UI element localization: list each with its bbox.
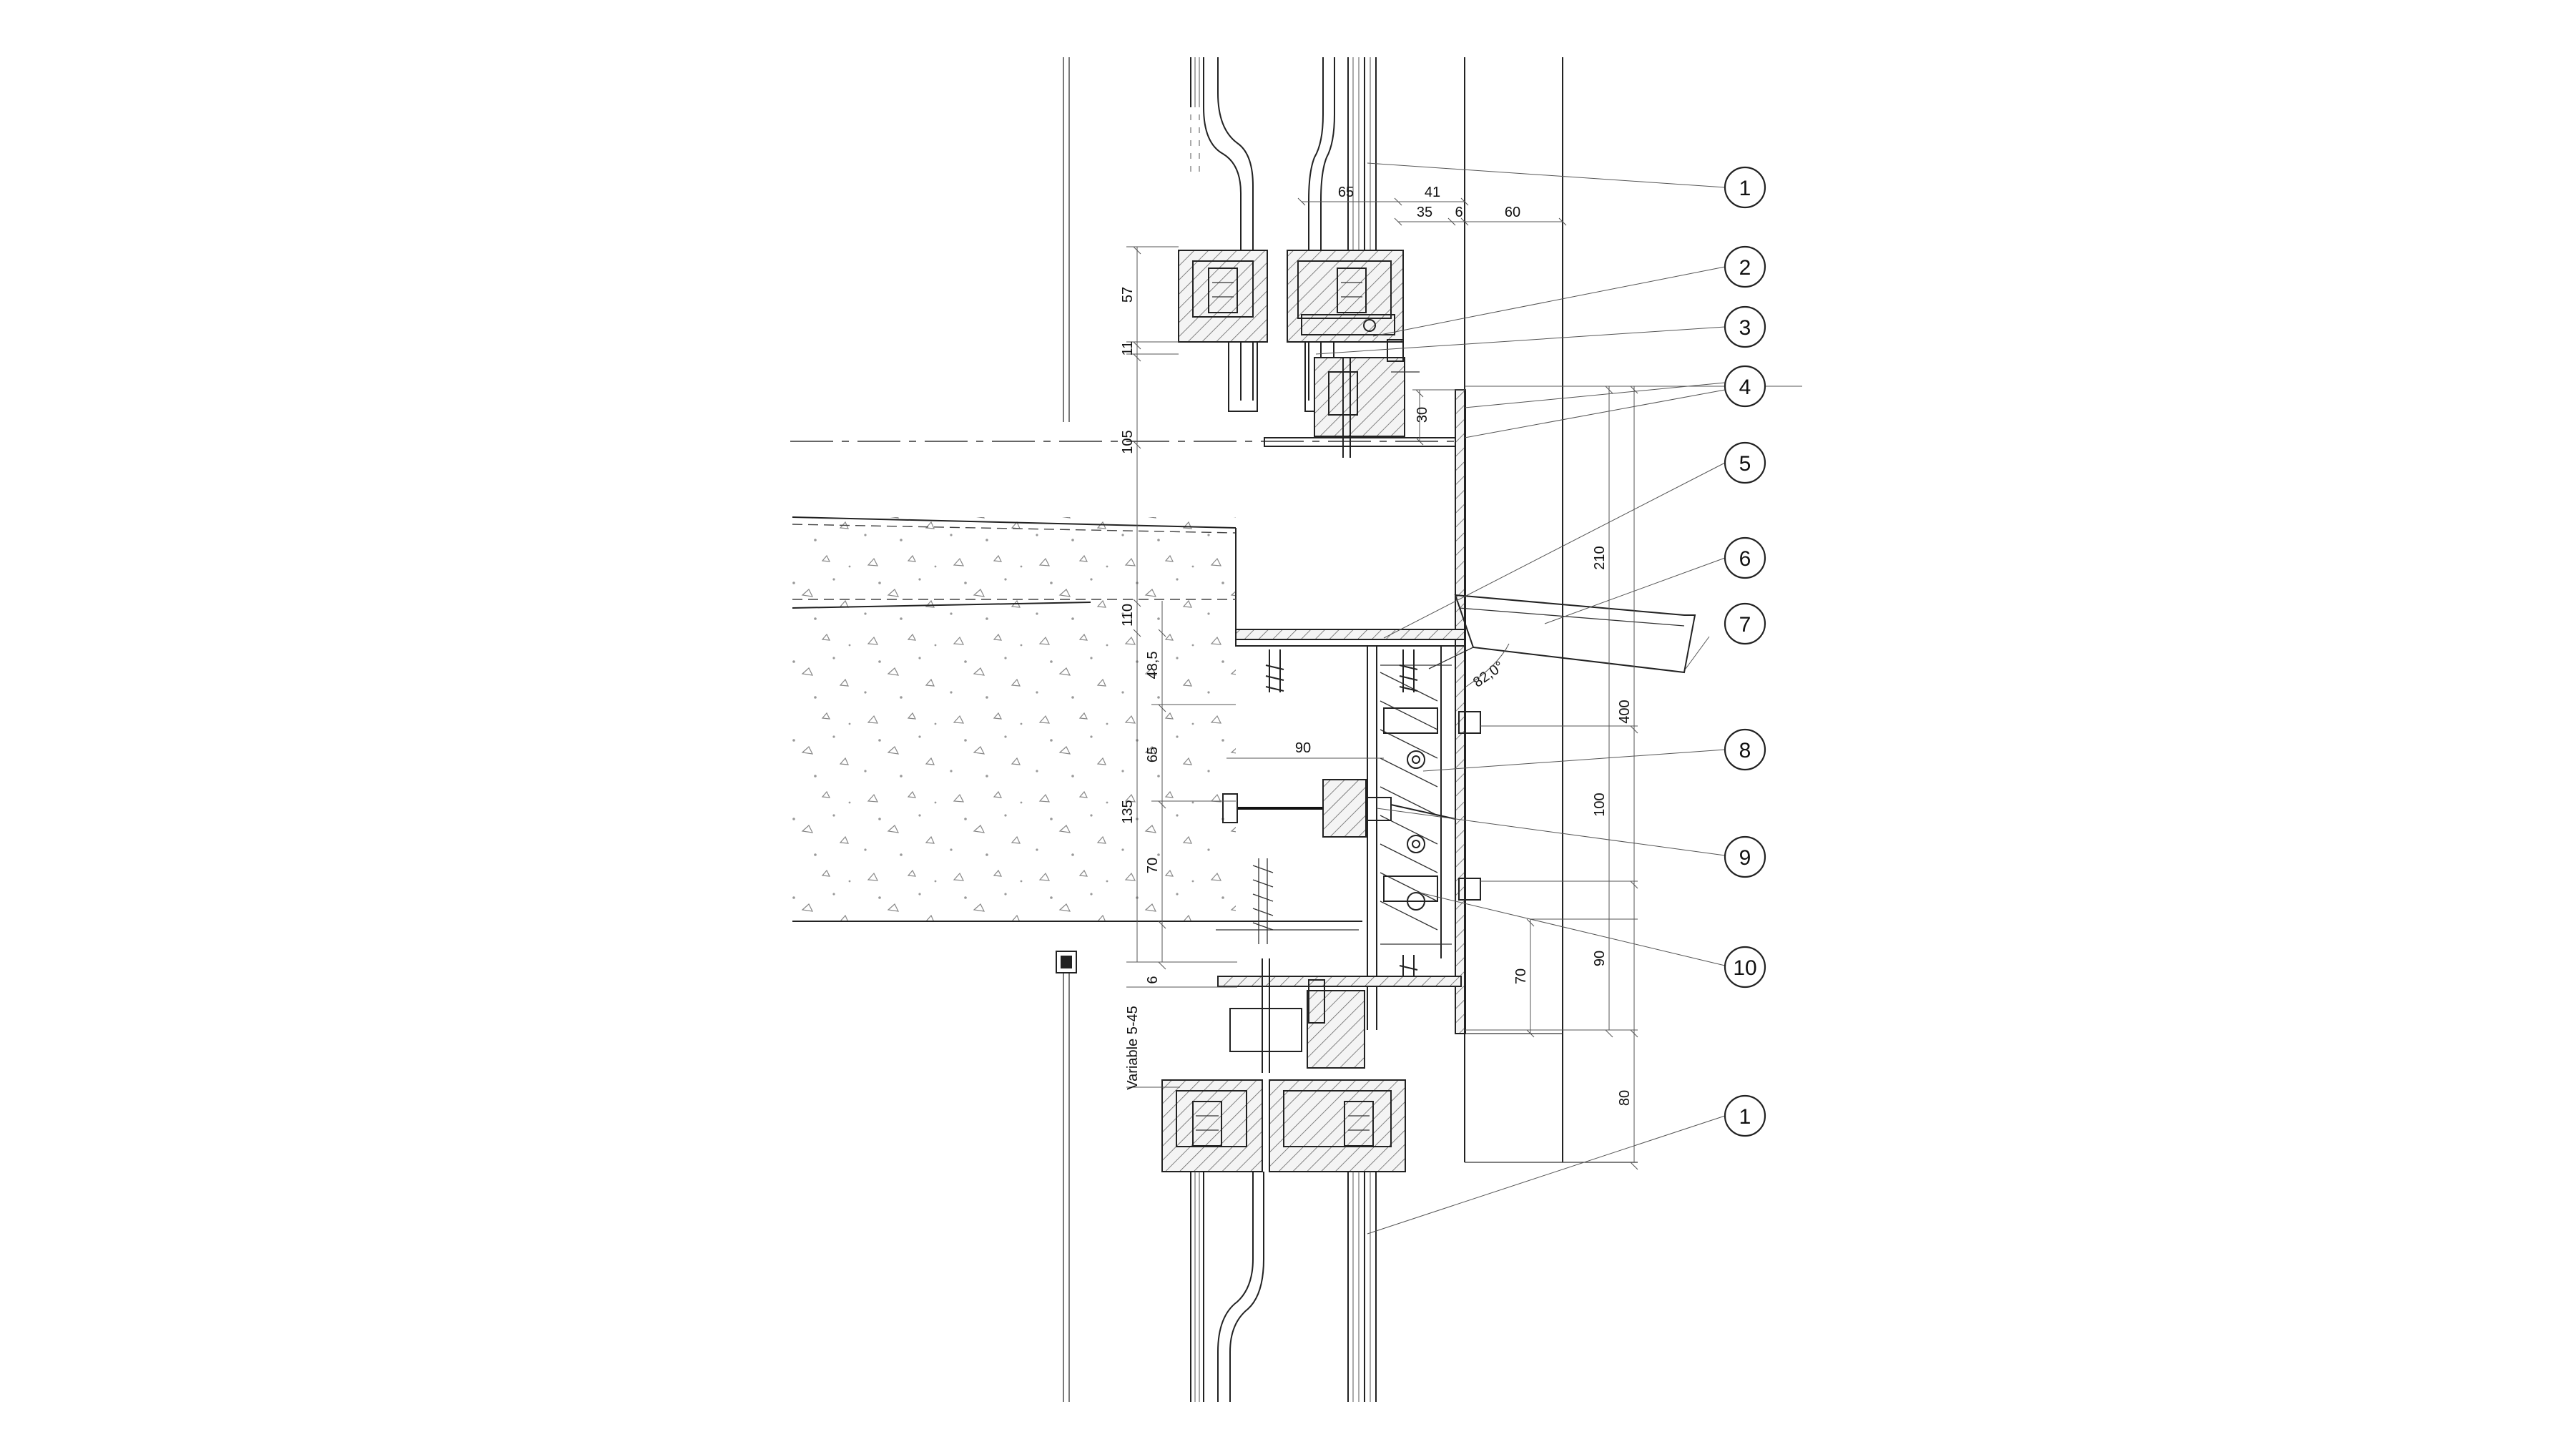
callout-9: 9 [1724,835,1766,878]
svg-text:3: 3 [1739,316,1751,340]
outer-facade-lines [1464,57,1638,1163]
callout-7: 7 [1724,602,1766,645]
dim-400: 400 [1617,700,1633,723]
callout-8: 8 [1724,728,1766,771]
leader-lines [1315,162,1726,1235]
svg-text:2: 2 [1739,256,1751,280]
dim-65-lower: 65 [1145,747,1161,762]
drip-sill [1428,594,1696,674]
svg-text:6: 6 [1739,547,1751,571]
dim-210: 210 [1592,546,1608,569]
dim-90-vertical: 90 [1592,951,1608,966]
callout-1-bottom: 1 [1724,1094,1766,1137]
dim-105: 105 [1120,430,1136,453]
svg-text:1: 1 [1739,1105,1751,1129]
callout-5: 5 [1724,441,1766,484]
dim-30: 30 [1415,407,1430,423]
dim-48-5: 48,5 [1145,652,1161,680]
dim-41: 41 [1425,185,1440,200]
steel-bracket [1216,389,1481,1034]
dimension-labels: 65 41 35 6 60 57 11 30 105 210 110 48,5 … [1120,185,1633,1106]
callout-3: 3 [1724,305,1766,348]
callout-1-top: 1 [1724,166,1766,209]
lower-glass-unit [1190,1172,1377,1402]
dim-angle: 82,0° [1470,659,1507,691]
upper-right-clamp [1264,250,1465,458]
svg-text:9: 9 [1739,846,1751,870]
dim-70-right: 70 [1513,968,1529,984]
dim-135: 135 [1120,800,1136,823]
upper-left-clamp [1178,250,1268,343]
dim-80: 80 [1617,1090,1633,1106]
svg-text:10: 10 [1733,956,1756,980]
dim-11: 11 [1120,341,1136,356]
dimension-lines [1126,197,1802,1170]
svg-text:4: 4 [1739,376,1751,399]
dim-variable: Variable 5-45 [1125,1006,1141,1089]
callout-2: 2 [1724,245,1766,288]
dim-110: 110 [1120,604,1136,627]
svg-text:1: 1 [1739,177,1751,200]
svg-text:7: 7 [1739,613,1751,637]
callout-6: 6 [1724,536,1766,579]
callout-10: 10 [1724,946,1766,989]
svg-text:8: 8 [1739,739,1751,762]
dim-35: 35 [1417,205,1432,220]
dim-100: 100 [1592,793,1608,816]
dim-70-left: 70 [1145,858,1161,873]
callout-4: 4 [1724,365,1766,408]
dim-60: 60 [1505,205,1520,220]
lower-clamp-assembly [1161,958,1462,1172]
dim-57: 57 [1120,287,1136,303]
dim-6-lower: 6 [1145,976,1161,983]
dim-90-horizontal: 90 [1295,740,1311,756]
interior-line [1056,57,1077,1402]
dim-65: 65 [1338,185,1354,200]
svg-text:5: 5 [1739,452,1751,476]
dim-6-top: 6 [1455,205,1462,220]
concrete-slab [792,516,1380,922]
